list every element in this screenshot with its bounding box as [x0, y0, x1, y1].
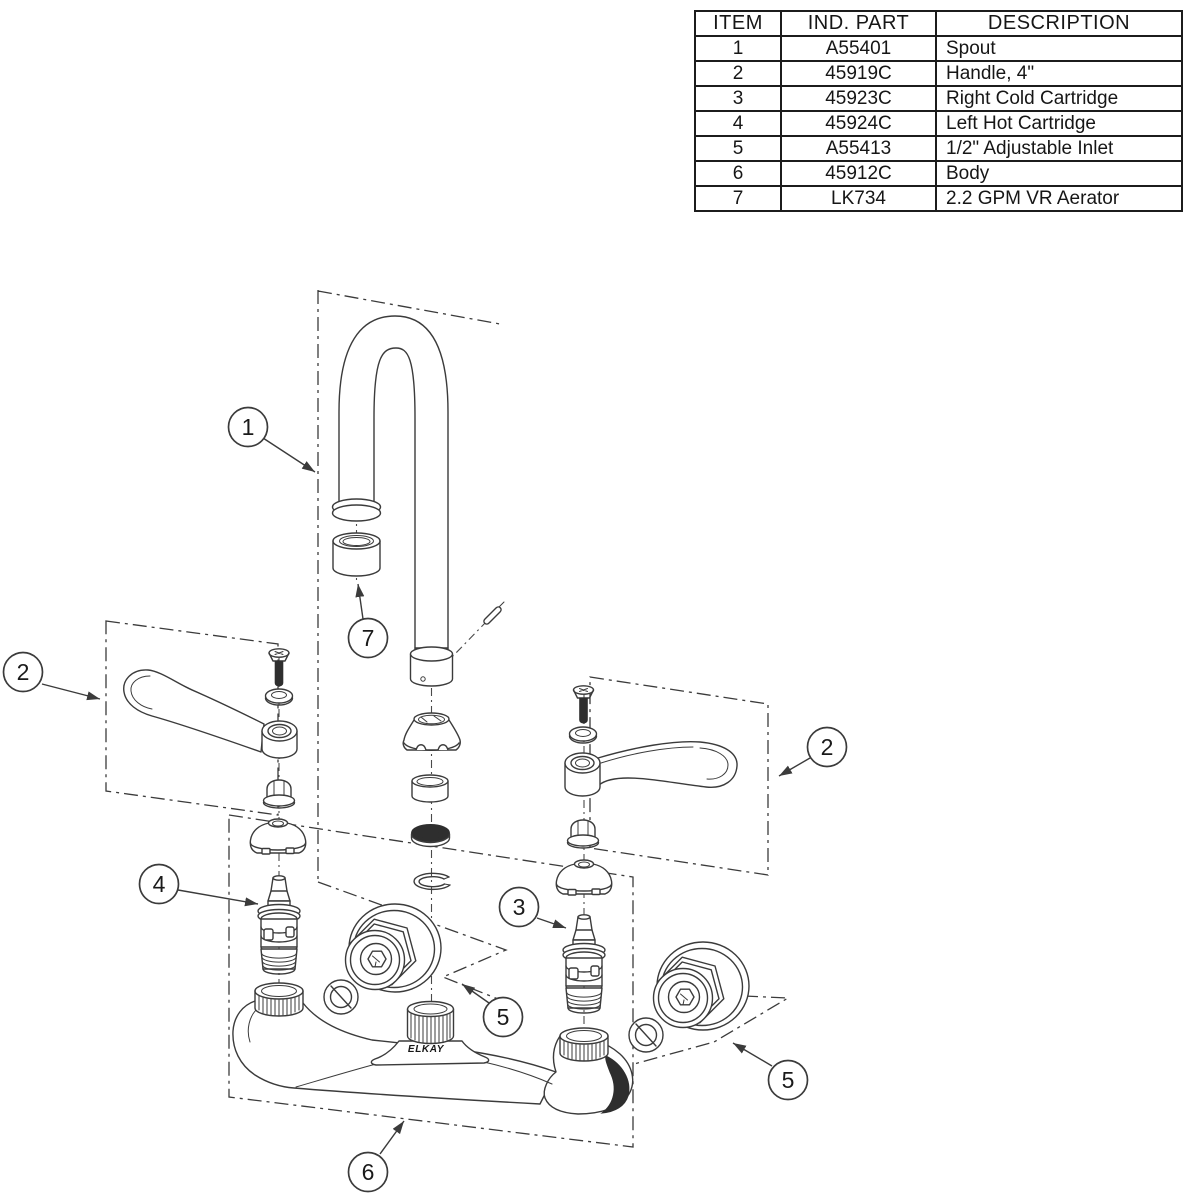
body-center-tee-port [406, 1000, 455, 1045]
row-description: Right Cold Cartridge [935, 85, 1183, 112]
body-shadow-crescent [600, 1055, 630, 1114]
leader-body [379, 1120, 405, 1155]
elkay-logo-text: ELKAY [408, 1044, 445, 1055]
handle-washer-left [264, 688, 294, 706]
svg-text:6: 6 [362, 1159, 375, 1185]
right-inlet-section-line [633, 995, 791, 1065]
right-cold-cartridge-drawing [562, 914, 606, 1014]
leader-inlet-left [461, 983, 490, 1004]
callout-right-cold-cartridge: 3 [498, 886, 540, 928]
table-row: 3 45923C Right Cold Cartridge [694, 85, 1183, 112]
callout-handle-right: 2 [806, 726, 848, 768]
row-part-number: 45919C [780, 60, 937, 87]
row-description: Handle, 4" [935, 60, 1183, 87]
row-description: 1/2" Adjustable Inlet [935, 135, 1183, 162]
o-ring [410, 824, 451, 848]
svg-text:3: 3 [513, 894, 526, 920]
callout-inlet-right: 5 [767, 1059, 809, 1101]
svg-text:2: 2 [17, 659, 30, 685]
row-item-number: 2 [694, 60, 782, 87]
row-part-number: 45924C [780, 110, 937, 137]
svg-text:2: 2 [821, 734, 834, 760]
table-row: 4 45924C Left Hot Cartridge [694, 110, 1183, 137]
body-boundary-box [228, 814, 634, 1148]
row-item-number: 1 [694, 35, 782, 62]
coupling-nut [402, 712, 461, 752]
parts-list-table: ITEM IND. PART DESCRIPTION 1 A55401 Spou… [694, 10, 1183, 212]
spout-drawing [331, 315, 505, 687]
row-description: Spout [935, 35, 1183, 62]
bonnet-cap-right [555, 859, 613, 896]
svg-text:4: 4 [153, 871, 166, 897]
svg-text:5: 5 [782, 1067, 795, 1093]
slip-washer-left [323, 979, 359, 1015]
handle-screw-left [268, 648, 290, 687]
table-row: 1 A55401 Spout [694, 35, 1183, 62]
callout-left-hot-cartridge: 4 [138, 863, 180, 905]
col-header-description: DESCRIPTION [935, 10, 1183, 37]
spout-base-collar [409, 646, 454, 687]
svg-text:1: 1 [242, 414, 255, 440]
row-item-number: 4 [694, 110, 782, 137]
leader-inlet-right [732, 1042, 773, 1067]
snap-ring [413, 872, 451, 891]
spacer-ring [411, 774, 449, 803]
dome-nut-right [566, 819, 600, 849]
aerator-drawing [332, 532, 381, 577]
leader-spout [262, 437, 316, 473]
leader-handle-right [778, 757, 811, 777]
callouts: 1 7 2 2 3 [2, 406, 848, 1193]
callout-handle-left: 2 [2, 651, 44, 693]
row-description: Left Hot Cartridge [935, 110, 1183, 137]
callout-spout: 1 [227, 406, 269, 448]
bonnet-cap-left [249, 818, 307, 855]
parts-table-header-row: ITEM IND. PART DESCRIPTION [694, 10, 1183, 37]
row-part-number: LK734 [780, 185, 937, 212]
svg-text:5: 5 [497, 1004, 510, 1030]
body-right-port [559, 1027, 609, 1062]
handle-right-drawing [564, 740, 738, 797]
row-item-number: 6 [694, 160, 782, 187]
row-description: 2.2 GPM VR Aerator [935, 185, 1183, 212]
table-row: 2 45919C Handle, 4" [694, 60, 1183, 87]
row-part-number: A55413 [780, 135, 937, 162]
callout-inlet-left: 5 [482, 996, 524, 1038]
leader-aerator [355, 583, 365, 620]
handle-left-drawing [123, 669, 298, 759]
row-item-number: 3 [694, 85, 782, 112]
row-part-number: 45912C [780, 160, 937, 187]
left-handle-boundary-box [105, 620, 279, 816]
leader-left-cartridge [177, 889, 259, 907]
set-screw [483, 601, 505, 625]
leader-handle-left [41, 683, 101, 701]
table-row: 6 45912C Body [694, 160, 1183, 187]
row-part-number: 45923C [780, 85, 937, 112]
row-item-number: 5 [694, 135, 782, 162]
body-left-port [254, 982, 304, 1017]
left-hot-cartridge-drawing [257, 875, 301, 975]
row-part-number: A55401 [780, 35, 937, 62]
dome-nut-left [262, 779, 296, 809]
boundary-boxes [105, 290, 791, 1148]
table-row: 5 A55413 1/2" Adjustable Inlet [694, 135, 1183, 162]
handle-washer-right [568, 726, 598, 744]
callout-body: 6 [347, 1151, 389, 1193]
body-drawing: ELKAY [232, 982, 634, 1115]
table-row: 7 LK734 2.2 GPM VR Aerator [694, 185, 1183, 212]
col-header-item: ITEM [694, 10, 782, 37]
leader-right-cartridge [536, 917, 567, 929]
svg-text:7: 7 [362, 625, 375, 651]
slip-washer-right [628, 1017, 664, 1053]
adjustable-inlet-right [652, 941, 750, 1031]
row-description: Body [935, 160, 1183, 187]
row-item-number: 7 [694, 185, 782, 212]
col-header-ind-part: IND. PART [780, 10, 937, 37]
callout-aerator: 7 [347, 617, 389, 659]
adjustable-inlet-left [344, 903, 442, 993]
